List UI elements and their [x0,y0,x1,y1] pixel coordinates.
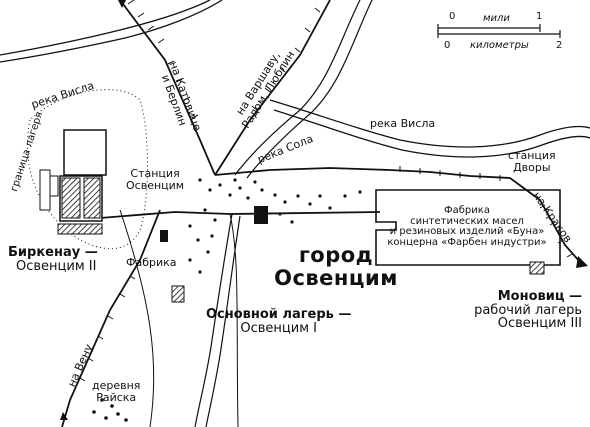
scale-miles-start: 0 [449,11,456,22]
label-birkenau: Биркенау — Освенцим II [8,245,98,274]
vistula-river-right [269,99,590,158]
town-buildings [92,178,362,422]
scale-miles-label: мили [483,13,510,24]
roads [119,209,239,427]
label-station-dwory: станция Дворы [508,149,556,174]
vistula-river-left [0,0,223,63]
scale-km-end: 2 [556,40,563,51]
label-town: город Освенцим [274,243,398,291]
label-monowitz: Моновиц — рабочий лагерь Освенцим III [474,289,582,332]
scale-bar [437,24,561,38]
label-buna-factory: Фабрика синтетических масел и резиновых … [387,205,547,248]
label-vistula-right: река Висла [370,117,436,130]
scale-km-label: километры [470,40,529,51]
rail-ties [79,0,573,382]
label-factory: Фабрика [126,256,177,269]
label-main-camp: Основной лагерь — Освенцим I [206,307,352,336]
birkenau-camp [26,89,148,250]
direction-arrows [60,0,588,420]
main-camp [160,206,268,303]
scale-miles-end: 1 [536,11,543,22]
buna-factory [375,189,561,275]
scale-km-start: 0 [444,40,451,51]
railways [61,0,581,427]
label-station-oswiecim: Станция Освенцим [126,167,185,192]
label-rajsko: деревня Райска [92,379,141,404]
